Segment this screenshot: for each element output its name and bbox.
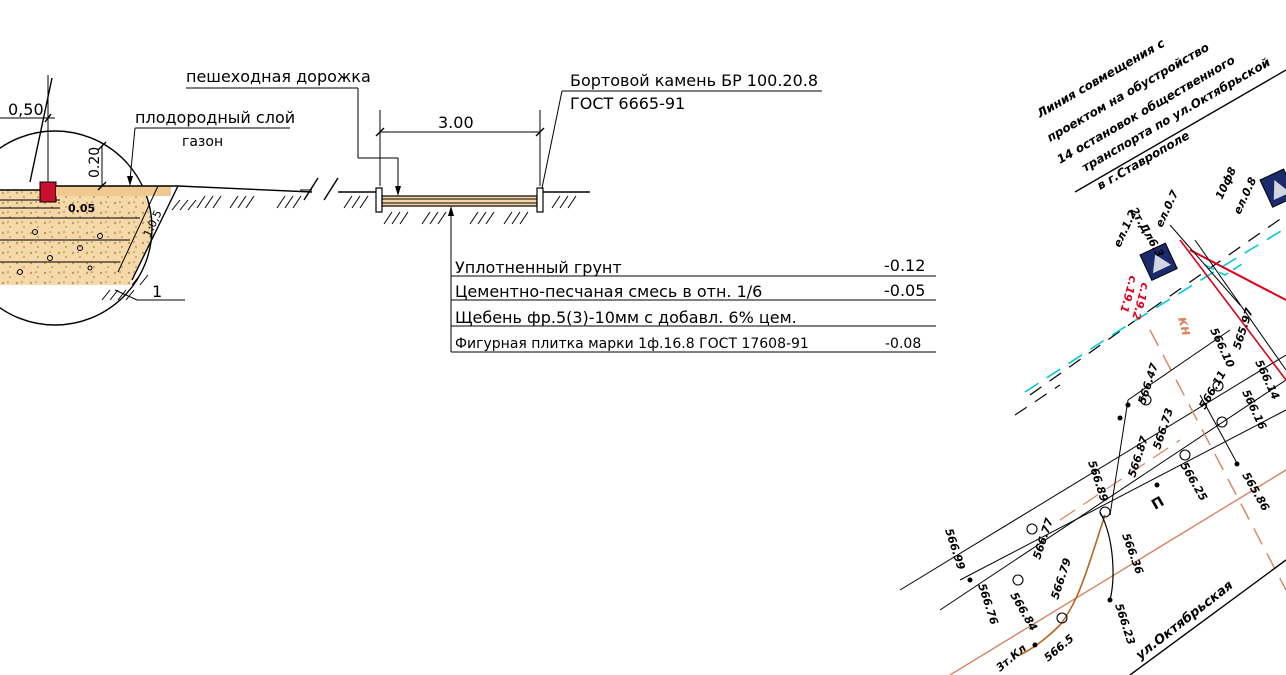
mark-el08: ел.0.8	[1231, 175, 1259, 216]
elev-56614: 566.14	[1252, 358, 1282, 402]
tree-icon	[1026, 523, 1038, 535]
elev-56647: 566.47	[1135, 361, 1161, 406]
elev-56586: 565.86	[1239, 470, 1272, 514]
layer-3-value: -0.08	[885, 336, 921, 352]
elev-56623: 566.23	[1112, 602, 1138, 647]
layer-0-value: -0.12	[884, 256, 925, 275]
elev-56677: 566.77	[1030, 516, 1056, 561]
elev-56684: 566.84	[1007, 590, 1039, 633]
mark-el07: ел.0.7	[1153, 188, 1181, 229]
plan-view-group: Линия совмещения с проектом на обустройс…	[899, 36, 1286, 675]
elev-56679: 566.79	[1048, 556, 1074, 601]
bus-stop-sign-1	[1139, 242, 1178, 282]
detail-circle	[0, 130, 153, 326]
tree-icon	[1179, 449, 1191, 461]
label-gost: ГОСТ 6665-91	[570, 94, 685, 113]
detail-circle-group: 1 0,50 0.20 0.05 1:0,5 плодородный слой …	[0, 75, 295, 326]
dim-050: 0,50	[8, 100, 44, 119]
tree-icon	[1056, 612, 1068, 624]
layer-0-name: Уплотненный грунт	[455, 258, 622, 277]
dim-005: 0.05	[68, 202, 95, 215]
walkway-section-group: 3.00 пешеходная дорожка Бортовой камень …	[177, 67, 822, 352]
dim-020: 0.20	[87, 147, 103, 178]
tree-symbols	[1012, 380, 1228, 624]
survey-points	[967, 402, 1240, 648]
layer-table: Уплотненный грунт -0.12 Цементно-песчана…	[451, 256, 936, 353]
elev-56673: 566.73	[1150, 406, 1176, 451]
mark-kn: кн	[1174, 315, 1195, 338]
tree-icon	[1216, 416, 1228, 428]
layer-3-name: Фигурная плитка марки 1ф.16.8 ГОСТ 17608…	[455, 336, 809, 352]
elev-56689: 566.89	[1085, 459, 1111, 504]
tree-icon	[1140, 394, 1152, 406]
layer-1-name: Цементно-песчаная смесь в отн. 1/6	[455, 282, 762, 301]
elev-56625: 566.25	[1177, 460, 1210, 504]
elev-56611: 566.11	[1196, 368, 1228, 411]
elev-56699: 566.99	[942, 527, 968, 572]
layer-2-name: Щебень фр.5(3)-10мм с добавл. 6% цем.	[455, 308, 797, 327]
mark-el12: ел.1.2	[1111, 208, 1139, 249]
elev-56676: 566.76	[975, 582, 1001, 627]
layer-1-value: -0.05	[884, 281, 925, 300]
label-lawn: газон	[182, 134, 223, 150]
mark-3tkl: 3т.Кл	[994, 642, 1029, 675]
dim-300: 3.00	[438, 113, 474, 132]
callout-1: 1	[152, 282, 162, 301]
tree-icon	[1012, 574, 1024, 586]
svg-text:П: П	[1149, 494, 1167, 514]
label-fertile-layer: плодородный слой	[135, 108, 295, 127]
curb-left	[375, 187, 383, 213]
tree-icon	[1212, 380, 1224, 392]
curb-right	[536, 187, 544, 213]
plan-note-text: Линия совмещения с проектом на обустройс…	[1034, 36, 1273, 193]
label-walkway: пешеходная дорожка	[186, 67, 371, 86]
walkway-paving	[381, 195, 538, 207]
bus-stop-sign-2	[1259, 168, 1286, 208]
curb-stone-red	[39, 181, 57, 203]
fertile-layer-fill	[56, 186, 171, 196]
label-curb: Бортовой камень БР 100.20.8	[570, 71, 818, 90]
tree-icon	[1099, 506, 1111, 518]
street-name: ул.Октябрьская	[1133, 578, 1236, 663]
mark-10f8: 10ф8	[1213, 165, 1239, 202]
